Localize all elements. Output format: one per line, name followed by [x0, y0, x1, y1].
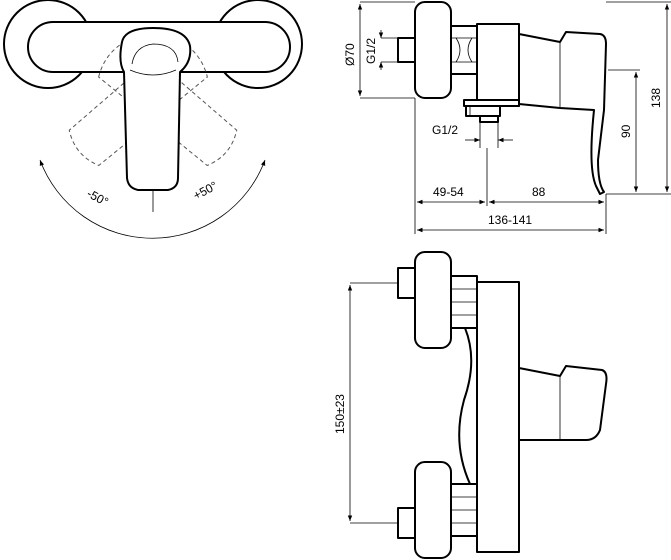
front-view-lower-flange — [414, 461, 452, 559]
side-view-lever — [518, 31, 607, 195]
dim-flange-diameter: Ø70 — [343, 43, 357, 66]
top-view-handle — [119, 27, 192, 191]
front-view-body — [476, 281, 520, 553]
dim-inlet-spacing: 150±23 — [333, 394, 347, 434]
angle-label-left: -50° — [85, 186, 111, 209]
angle-arc — [39, 159, 266, 239]
front-view-lower-nipple — [397, 507, 416, 539]
top-view: -50° +50° — [3, 0, 303, 239]
front-view: 150±23 — [333, 251, 608, 559]
top-view-handle-rotated-left — [98, 38, 238, 167]
side-view-body — [476, 23, 520, 107]
dim-overall-height: 138 — [649, 88, 663, 108]
dim-total-depth: 136-141 — [488, 213, 532, 227]
front-view-connector — [458, 327, 478, 485]
side-view-inlet-nipple — [397, 37, 416, 63]
front-view-upper-flange — [414, 251, 452, 349]
dim-outlet-thread: G1/2 — [432, 123, 458, 137]
dim-body-depth: 88 — [532, 185, 546, 199]
side-view-hex-nut — [450, 25, 478, 75]
dim-spout-height: 90 — [619, 124, 633, 138]
front-view-upper-nipple — [397, 267, 416, 299]
dim-wall-offset: 49-54 — [433, 185, 464, 199]
side-view-flange — [414, 1, 452, 99]
front-view-lever — [518, 365, 608, 441]
dim-inlet-thread: G1/2 — [364, 38, 378, 64]
side-view: Ø70 G1/2 138 90 G1/2 49-54 88 136-141 — [343, 1, 671, 234]
angle-label-right: +50° — [191, 178, 220, 202]
